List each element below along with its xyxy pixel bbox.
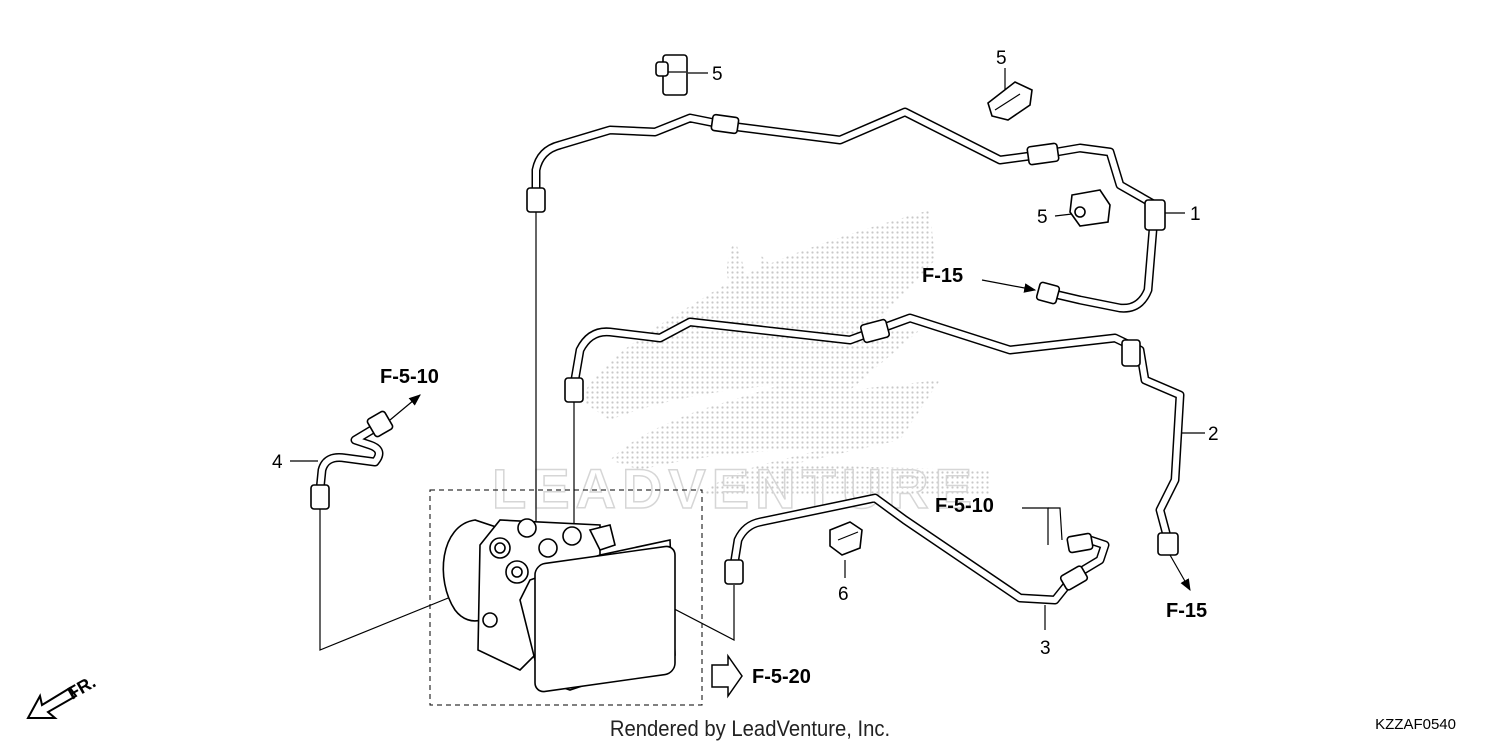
watermark-text: LEADVENTURE <box>492 457 978 520</box>
ref-f510-right[interactable]: F-5-10 <box>935 495 994 517</box>
hollow-arrow-icon <box>711 653 743 699</box>
ref-f15-lower[interactable]: F-15 <box>1166 600 1207 622</box>
ref-f510-left[interactable]: F-5-10 <box>380 366 439 388</box>
callout-6: 6 <box>838 584 849 605</box>
footer-credit: Rendered by LeadVenture, Inc. <box>609 716 891 741</box>
callout-2: 2 <box>1208 424 1219 445</box>
clamp-5a[interactable] <box>655 54 688 96</box>
diagram-code: KZZAF0540 <box>1375 716 1456 733</box>
watermark-wing-logo <box>580 210 990 495</box>
callout-leaders <box>290 68 1205 630</box>
ref-f15-upper[interactable]: F-15 <box>922 265 963 287</box>
front-direction-arrow: FR. <box>26 672 99 719</box>
modulator-dashed-frame <box>429 489 703 706</box>
clamp-6[interactable] <box>829 521 863 556</box>
clamp-5c[interactable] <box>1069 189 1111 227</box>
brake-pipe-3[interactable] <box>724 493 1110 605</box>
callout-1: 1 <box>1190 204 1201 225</box>
brake-pipe-1[interactable] <box>526 107 1166 313</box>
brake-pipe-4[interactable] <box>310 410 394 510</box>
callout-5a: 5 <box>712 64 723 85</box>
callout-4: 4 <box>272 452 283 473</box>
brake-pipe-2[interactable] <box>564 313 1185 556</box>
ref-f520[interactable]: F-5-20 <box>752 666 811 688</box>
clamp-5b[interactable] <box>987 81 1033 121</box>
callout-5c: 5 <box>1037 207 1048 228</box>
callout-3: 3 <box>1040 638 1051 659</box>
callout-5b: 5 <box>996 48 1007 69</box>
abs-modulator[interactable] <box>442 518 676 693</box>
